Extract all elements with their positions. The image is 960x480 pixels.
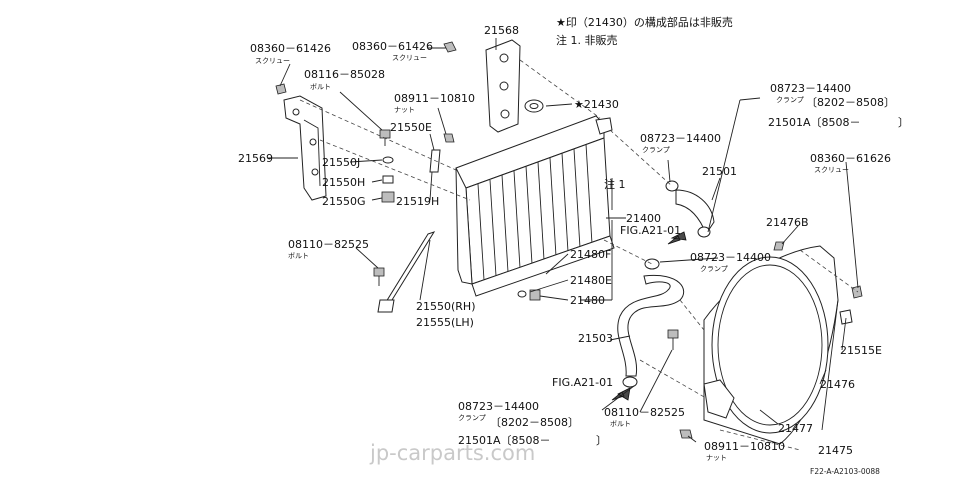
label-08723-14400-mid: 08723－14400 [640, 132, 721, 145]
sub-08723-14400-lower-right: クランプ [700, 265, 728, 273]
screw-08360-61626 [851, 285, 863, 299]
sub-08360-61426-left: スクリュー [255, 57, 290, 65]
clamp-lower [622, 258, 660, 388]
sub-08723-14400-bottom: クランプ [458, 414, 486, 422]
bushing-21550H [382, 175, 394, 184]
note-line-1: ★印（21430）の構成部品は非販売 [556, 15, 733, 29]
sub-08360-61626: スクリュー [814, 166, 849, 174]
label-08723-14400-bottom: 08723－14400 [458, 400, 539, 413]
label-21400: 21400 [626, 212, 661, 225]
shroud-21477 [703, 379, 735, 419]
label-21550E: 21550E [390, 121, 432, 134]
sub-08116-85028: ボルト [310, 83, 331, 91]
bolt-08110-82525-right [667, 329, 679, 350]
sub-08911-10810-bottom: ナット [706, 454, 727, 462]
radiator-21400 [455, 115, 615, 297]
label-08110-82525-left: 08110－82525 [288, 238, 369, 251]
label-08116-85028: 08116－85028 [304, 68, 385, 81]
note-line-2: 注 1. 非販売 [556, 33, 618, 47]
label-08360-61426-top: 08360－61426 [352, 40, 433, 53]
label-08911-10810-bottom: 08911－10810 [704, 440, 785, 453]
clip-21476B [773, 241, 785, 251]
label-21476: 21476 [820, 378, 855, 391]
stay-21550 [377, 231, 436, 313]
screw-08360-61426-top [443, 41, 457, 53]
label-21501A-bottom-close: 〕 [596, 434, 607, 447]
bracket-21568 [485, 39, 521, 133]
sub-08723-14400-mid: クランプ [642, 146, 670, 154]
cap-21430 [524, 99, 544, 113]
label-21501A-bottom: 21501A〔8508－ [458, 434, 551, 447]
label-21550-rh: 21550(RH) [416, 300, 476, 313]
label-08911-10810-top: 08911－10810 [394, 92, 475, 105]
sub-08723-14400-top-right: クランプ [776, 96, 804, 104]
clip-21515E [839, 309, 853, 325]
label-21476B: 21476B [766, 216, 809, 229]
label-21519H: 21519H [396, 195, 439, 208]
label-08110-82525-right: 08110－82525 [604, 406, 685, 419]
label-chu1: 注 1 [604, 177, 626, 191]
label-21430: ★21430 [574, 98, 619, 111]
lower-hose-21503 [617, 274, 685, 377]
sub-08110-82525-right: ボルト [610, 420, 631, 428]
sub-08110-82525-left: ボルト [288, 252, 309, 260]
label-08723-14400-top-right: 08723－14400 [770, 82, 851, 95]
fig-arrow-lower [611, 387, 631, 401]
label-21477: 21477 [778, 422, 813, 435]
label-21550H: 21550H [322, 176, 365, 189]
label-fig-a21-01-upper: FIG.A21-01 [620, 224, 681, 237]
leader-lines [268, 38, 859, 443]
bushing-21550J [382, 156, 394, 164]
shroud-21476 [703, 245, 839, 445]
label-08360-61626: 08360－61626 [810, 152, 891, 165]
bushing-21550G [381, 191, 395, 203]
watermark: jp-carparts.com [369, 441, 535, 465]
bolt-08110-82525-left [373, 267, 385, 286]
drain-plug-21480 [517, 289, 541, 301]
sub-08360-61426-top: スクリュー [392, 54, 427, 62]
label-21503: 21503 [578, 332, 613, 345]
label-21515E: 21515E [840, 344, 882, 357]
label-21480: 21480 [570, 294, 605, 307]
label-21555-lh: 21555(LH) [416, 316, 474, 329]
label-21480E: 21480E [570, 274, 612, 287]
figure-code: F22-A-A2103-0088 [810, 467, 880, 476]
label-8202-8508-bottom: 〔8202－8508〕 [490, 416, 579, 429]
label-21568: 21568 [484, 24, 519, 37]
label-08723-14400-lower-right: 08723－14400 [690, 251, 771, 264]
dashed-lines [299, 59, 859, 451]
label-21501A-top: 21501A〔8508－ [768, 116, 861, 129]
nut-08911-10810-bottom [679, 429, 693, 439]
upper-hose-21501 [675, 189, 715, 236]
label-21501A-top-close: 〕 [898, 116, 909, 129]
nut-08911-10810-top [443, 133, 455, 143]
label-21569: 21569 [238, 152, 273, 165]
sub-08911-10810-top: ナット [394, 106, 415, 114]
label-21475: 21475 [818, 444, 853, 457]
label-8202-8508-top: 〔8202－8508〕 [806, 96, 895, 109]
label-21501: 21501 [702, 165, 737, 178]
screw-08360-61426-left [275, 83, 287, 95]
bracket-21569 [283, 95, 327, 201]
fig-arrow-upper [667, 231, 687, 245]
label-21550G: 21550G [322, 195, 366, 208]
label-fig-a21-01-lower: FIG.A21-01 [552, 376, 613, 389]
label-08360-61426-left: 08360－61426 [250, 42, 331, 55]
label-21550J: 21550J [322, 156, 360, 169]
label-21480F: 21480F [570, 248, 611, 261]
